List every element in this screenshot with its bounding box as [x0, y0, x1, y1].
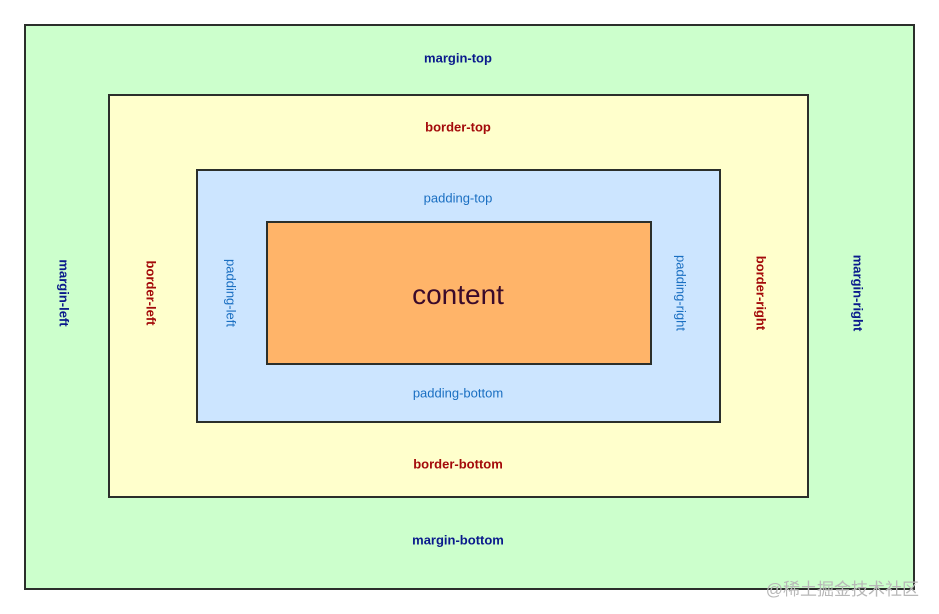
content-area	[266, 221, 652, 365]
watermark-text: @稀土掘金技术社区	[765, 580, 919, 599]
padding-top-label: padding-top	[423, 190, 493, 206]
border-left-label: border-left	[143, 260, 159, 326]
padding-right-label: padding-right	[673, 255, 689, 331]
border-bottom-label: border-bottom	[413, 456, 503, 472]
margin-right-label: margin-right	[850, 254, 866, 332]
margin-top-label: margin-top	[424, 50, 492, 66]
border-top-label: border-top	[425, 119, 491, 135]
margin-bottom-label: margin-bottom	[412, 532, 504, 548]
margin-left-label: margin-left	[56, 259, 72, 327]
border-right-label: border-right	[753, 255, 769, 331]
padding-bottom-label: padding-bottom	[412, 385, 504, 401]
content-label: content	[412, 279, 504, 310]
padding-left-label: padding-left	[223, 259, 239, 327]
